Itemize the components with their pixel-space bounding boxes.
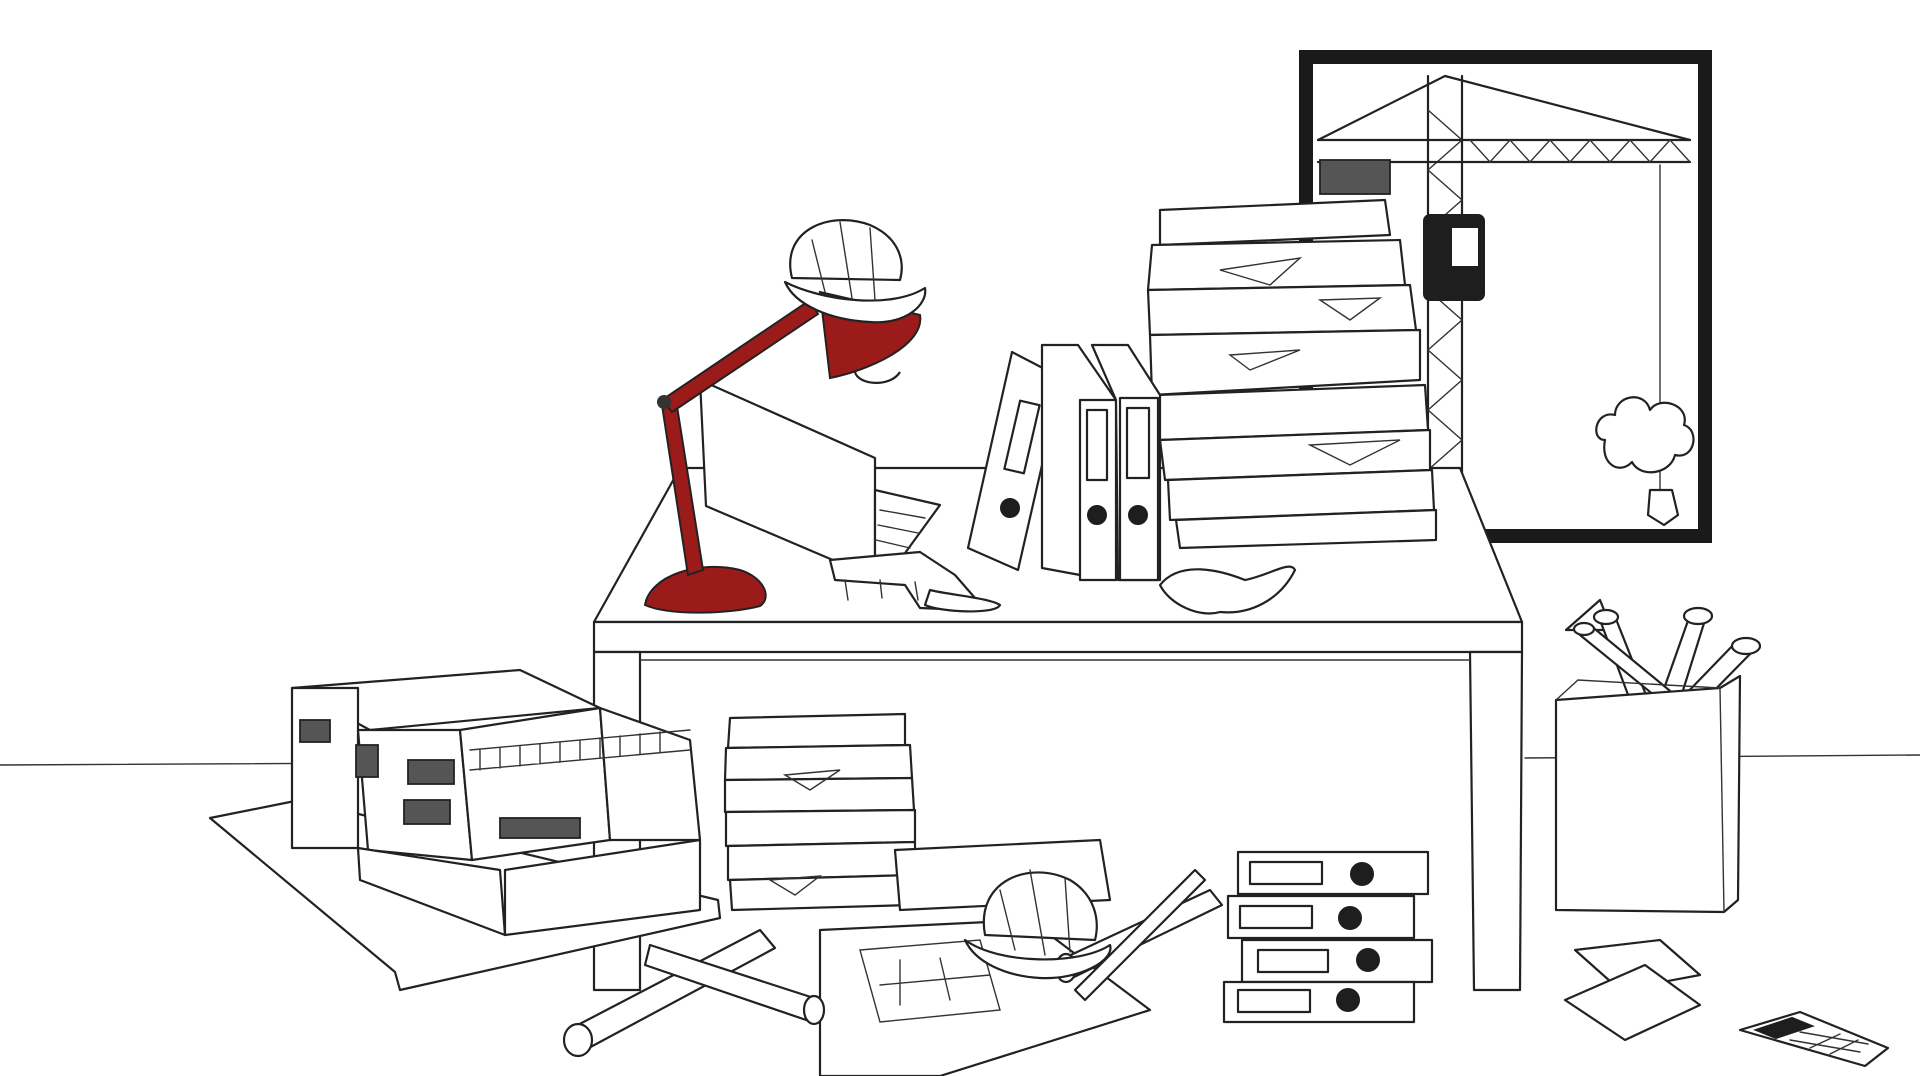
paper-stack-tall xyxy=(1146,198,1438,615)
loose-papers xyxy=(1563,938,1702,1042)
binders-on-desk xyxy=(966,343,1162,582)
box-with-rolls xyxy=(1554,598,1762,914)
hard-hat-top xyxy=(783,219,927,324)
crane-drawing xyxy=(1316,74,1695,527)
calculator xyxy=(1738,1010,1890,1068)
paper-stack-under-desk xyxy=(723,712,917,912)
binders-floor-stack xyxy=(1222,850,1434,1024)
building-model xyxy=(208,668,722,992)
hard-hat-floor xyxy=(963,869,1112,980)
telephone xyxy=(828,550,1002,613)
desk-lamp xyxy=(643,290,922,614)
